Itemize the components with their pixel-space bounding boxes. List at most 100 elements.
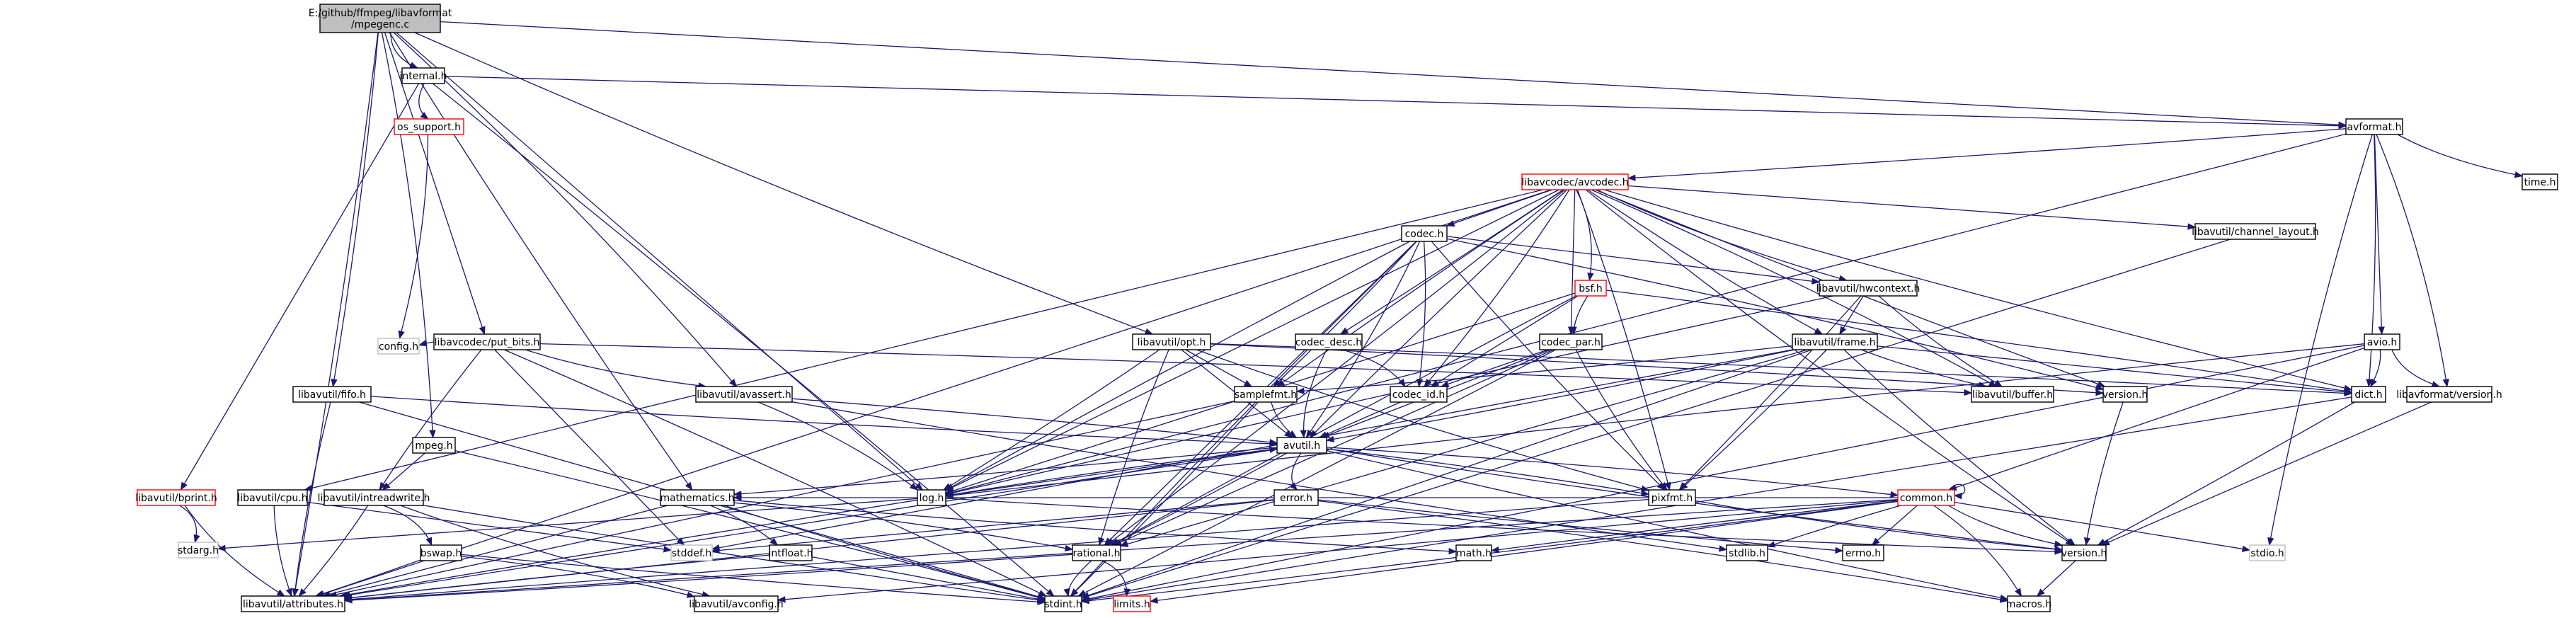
node-label: time.h: [2524, 177, 2556, 188]
edge-bsf-to-rational: [1110, 295, 1576, 546]
edge-avcodec-to-samplefmt: [1276, 189, 1564, 387]
node-box: [2351, 386, 2386, 403]
node-pixfmt[interactable]: pixfmt.h: [1648, 489, 1696, 506]
node-codec-id[interactable]: codec_id.h: [1390, 386, 1448, 403]
node-lavc-version[interactable]: version.h: [2102, 386, 2148, 403]
node-stdio[interactable]: stdio.h: [2249, 544, 2286, 561]
node-codec-par[interactable]: codec_par.h: [1539, 333, 1603, 350]
node-codec-desc[interactable]: codec_desc.h: [1295, 333, 1363, 350]
edge-mathematics-to-intfloat: [710, 505, 779, 546]
node-bsf[interactable]: bsf.h: [1574, 280, 1607, 297]
node-label: avutil.h: [1283, 440, 1320, 452]
edge-internal-to-avformat: [444, 76, 2347, 130]
node-attributes[interactable]: libavutil/attributes.h: [241, 595, 345, 612]
node-buffer[interactable]: libavutil/buffer.h: [1971, 386, 2054, 403]
node-avutil[interactable]: avutil.h: [1276, 437, 1327, 454]
node-log[interactable]: log.h: [917, 489, 946, 506]
node-fifo[interactable]: libavutil/fifo.h: [292, 386, 372, 403]
node-box: [319, 4, 441, 33]
node-label: pixfmt.h: [1651, 493, 1693, 504]
node-box: [2061, 544, 2107, 561]
edge-rational-to-stdint: [1063, 560, 1092, 597]
node-error[interactable]: error.h: [1273, 489, 1319, 506]
edge-avutil-to-mathematics: [733, 447, 1278, 498]
node-avcodec[interactable]: libavcodec/avcodec.h: [1521, 173, 1629, 190]
node-box: [1276, 437, 1327, 454]
node-mpeg[interactable]: mpeg.h: [412, 437, 456, 454]
edge-avassert-to-stdlib: [791, 401, 1728, 552]
node-box: [1842, 544, 1884, 561]
node-stdlib[interactable]: stdlib.h: [1726, 544, 1768, 561]
edge-channel_layout-to-stdint: [1080, 239, 2231, 600]
node-mathematics[interactable]: mathematics.h: [660, 489, 735, 506]
node-avassert[interactable]: libavutil/avassert.h: [695, 386, 793, 403]
node-label: stdarg.h: [178, 545, 219, 556]
node-box: [1455, 544, 1492, 561]
node-root: E:/github/ffmpeg/libavformat/mpegenc.c: [309, 4, 452, 33]
node-box: [2007, 595, 2051, 612]
node-bswap[interactable]: bswap.h: [420, 544, 462, 561]
node-math[interactable]: math.h: [1455, 544, 1492, 561]
node-box: [1574, 280, 1607, 297]
node-label: libavformat/version.h: [2396, 389, 2502, 401]
node-common[interactable]: common.h: [1897, 489, 1955, 506]
node-box: [769, 544, 813, 561]
node-util-version[interactable]: version.h: [2061, 544, 2107, 561]
node-avconfig[interactable]: libavutil/avconfig.h: [689, 595, 784, 612]
node-rational[interactable]: rational.h: [1072, 544, 1121, 561]
node-os-support[interactable]: os_support.h: [394, 118, 464, 135]
node-box: [1132, 333, 1211, 350]
node-put-bits[interactable]: libavcodec/put_bits.h: [433, 333, 541, 350]
edge-error-to-macros: [1317, 500, 2009, 603]
edge-pixfmt-to-util_version: [1695, 500, 2063, 553]
node-lavf-version[interactable]: libavformat/version.h: [2396, 386, 2502, 403]
edge-common-to-math: [1490, 500, 1899, 554]
node-macros[interactable]: macros.h: [2006, 595, 2052, 612]
edge-avcodec-to-util_version: [1585, 189, 2074, 546]
edge-avutil-to-macros: [1326, 450, 2009, 601]
node-box: [241, 595, 345, 612]
node-stddef[interactable]: stddef.h: [670, 544, 713, 561]
node-label: rational.h: [1073, 548, 1121, 559]
node-dict[interactable]: dict.h: [2351, 386, 2386, 403]
node-time[interactable]: time.h: [2521, 173, 2558, 190]
node-stdint[interactable]: stdint.h: [1044, 595, 1082, 612]
node-avformat[interactable]: avformat.h: [2345, 118, 2403, 135]
node-avio[interactable]: avio.h: [2364, 333, 2400, 350]
node-intfloat[interactable]: intfloat.h: [768, 544, 813, 561]
edge-dict-to-util_version: [2097, 401, 2355, 546]
node-bprint[interactable]: libavutil/bprint.h: [135, 489, 217, 506]
node-box: [394, 118, 464, 135]
edge-put_bits-to-stddef: [494, 349, 685, 546]
edge-log-to-attributes: [338, 499, 918, 598]
edge-cpu-to-stddef: [307, 501, 672, 553]
node-errno[interactable]: errno.h: [1842, 544, 1884, 561]
node-limits[interactable]: limits.h: [1113, 595, 1151, 612]
node-channel-layout[interactable]: libavutil/channel_layout.h: [2192, 223, 2319, 240]
edge-mathematics-to-attributes: [321, 505, 668, 597]
node-label: libavutil/frame.h: [1794, 337, 1875, 348]
edge-avformat-to-stdio: [2267, 134, 2373, 547]
node-label: codec_par.h: [1541, 337, 1601, 348]
edge-common-to-stdio: [1954, 501, 2251, 552]
node-hwcontext[interactable]: libavutil/hwcontext.h: [1816, 280, 1920, 297]
edge-os_support-to-config: [398, 134, 429, 340]
edge-opt-to-pixfmt: [1196, 349, 1650, 492]
node-box: [1273, 489, 1319, 506]
node-codec[interactable]: codec.h: [1401, 225, 1448, 242]
edge-put_bits-to-intreadwrite: [379, 349, 482, 491]
edge-common-to-stdlib: [1766, 505, 1901, 548]
node-intreadwrite[interactable]: libavutil/intreadwrite.h: [318, 489, 430, 506]
node-frame[interactable]: libavutil/frame.h: [1792, 333, 1878, 350]
edge-avcodec-to-codec_par: [1567, 189, 1576, 336]
node-cpu[interactable]: libavutil/cpu.h: [237, 489, 308, 506]
node-opt[interactable]: libavutil/opt.h: [1132, 333, 1211, 350]
node-internal[interactable]: internal.h: [399, 67, 447, 84]
edge-root-to-attributes: [292, 32, 379, 597]
node-label: libavutil/intreadwrite.h: [318, 493, 430, 504]
node-config[interactable]: config.h: [377, 338, 420, 355]
node-samplefmt[interactable]: samplefmt.h: [1234, 386, 1298, 403]
edge-common-to-limits: [1149, 500, 1899, 604]
edge-opt-to-dict: [1210, 343, 2353, 397]
node-stdarg[interactable]: stdarg.h: [178, 542, 219, 559]
